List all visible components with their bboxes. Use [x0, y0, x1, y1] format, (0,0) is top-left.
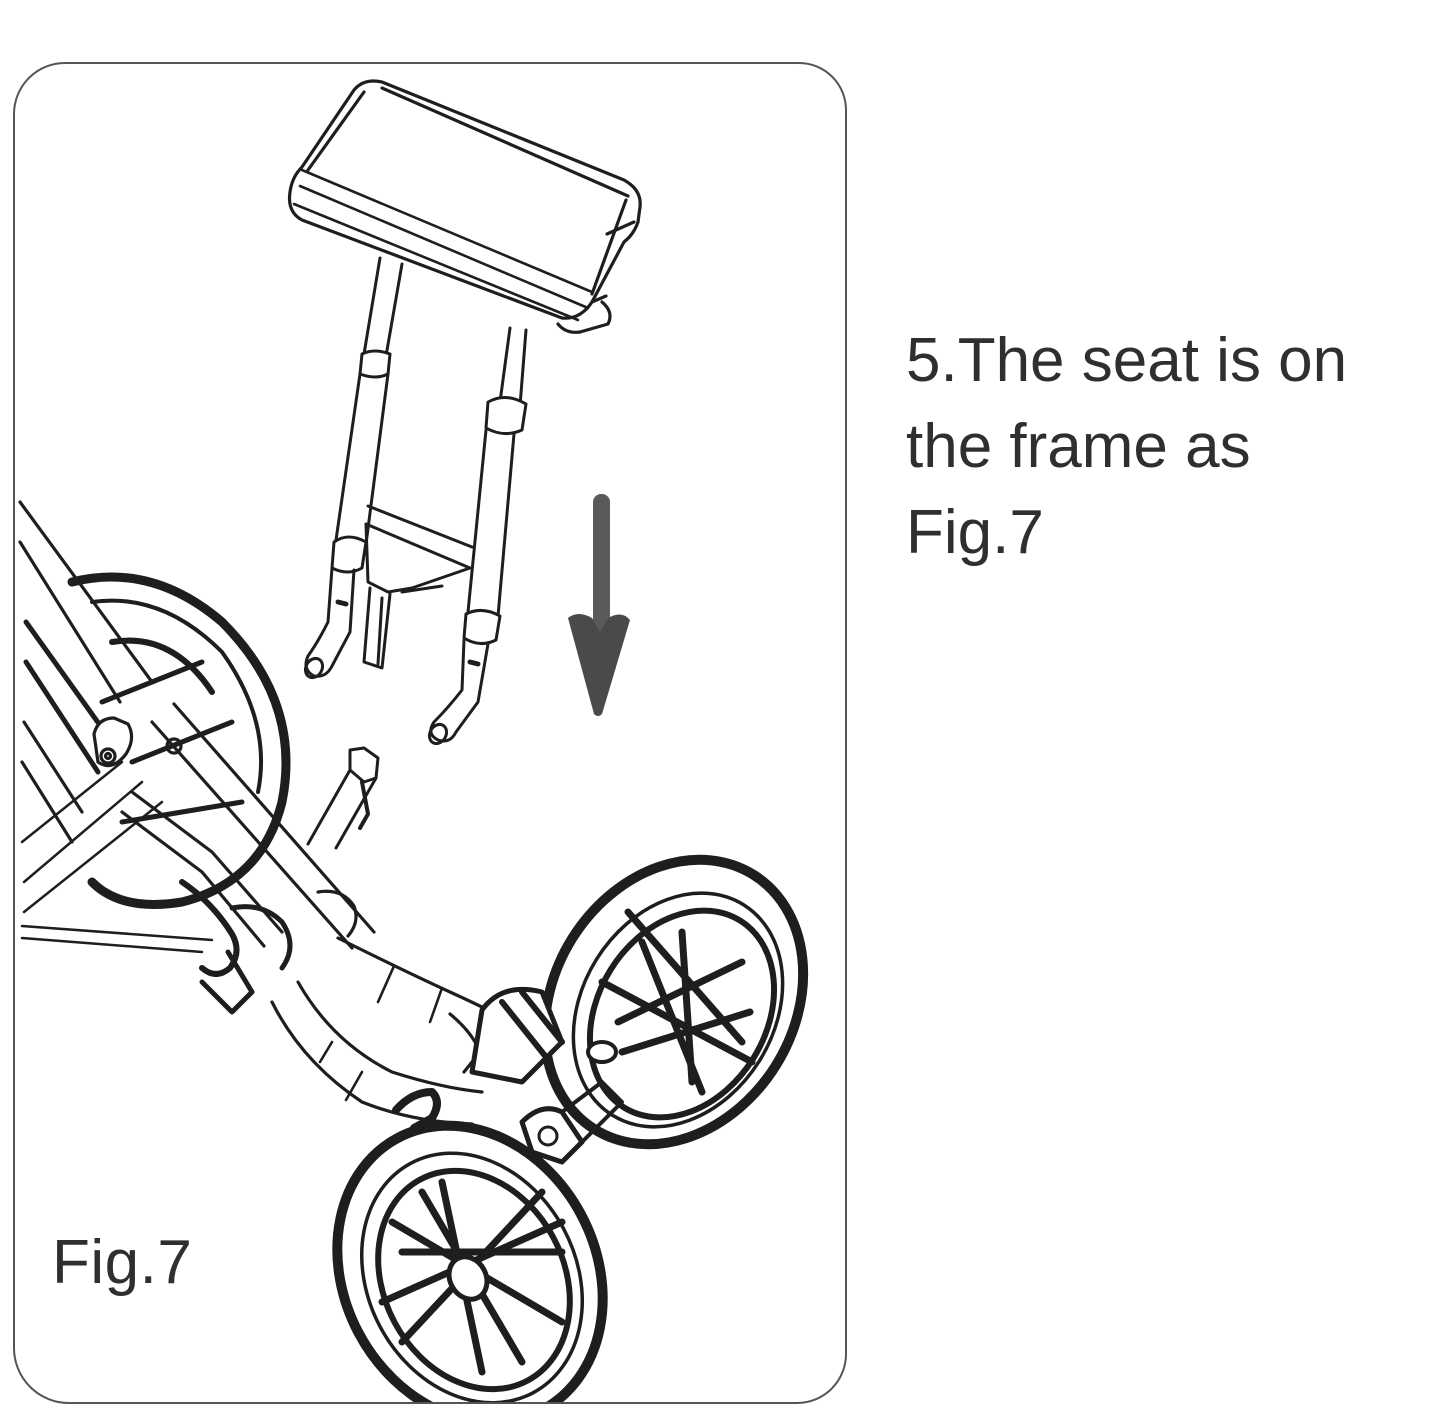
- instruction-line-3: Fig.7: [906, 498, 1044, 567]
- handle-frame-rails: [18, 500, 214, 954]
- figure-caption: Fig.7: [52, 1228, 193, 1297]
- curved-frame-tube: [199, 936, 490, 1132]
- frame-mount-socket: [306, 746, 380, 850]
- figure-frame: Fig.7: [13, 62, 847, 1404]
- arrow-down-icon: [568, 494, 630, 716]
- rear-wheel-left: [67, 572, 291, 909]
- step-instruction: 5.The seat is on the frame as Fig.7: [906, 318, 1347, 576]
- front-wheel-lower: [332, 1080, 624, 1402]
- fold-hinge: [92, 702, 376, 977]
- instruction-line-1: 5.The seat is on: [906, 326, 1348, 395]
- seat-cushion: [287, 79, 642, 334]
- instruction-line-2: the frame as: [906, 412, 1251, 481]
- stroller-seat-assembly-illustration: [18, 79, 809, 1402]
- seat-support-tubes: [303, 256, 528, 746]
- front-wheel-upper: [469, 854, 809, 1150]
